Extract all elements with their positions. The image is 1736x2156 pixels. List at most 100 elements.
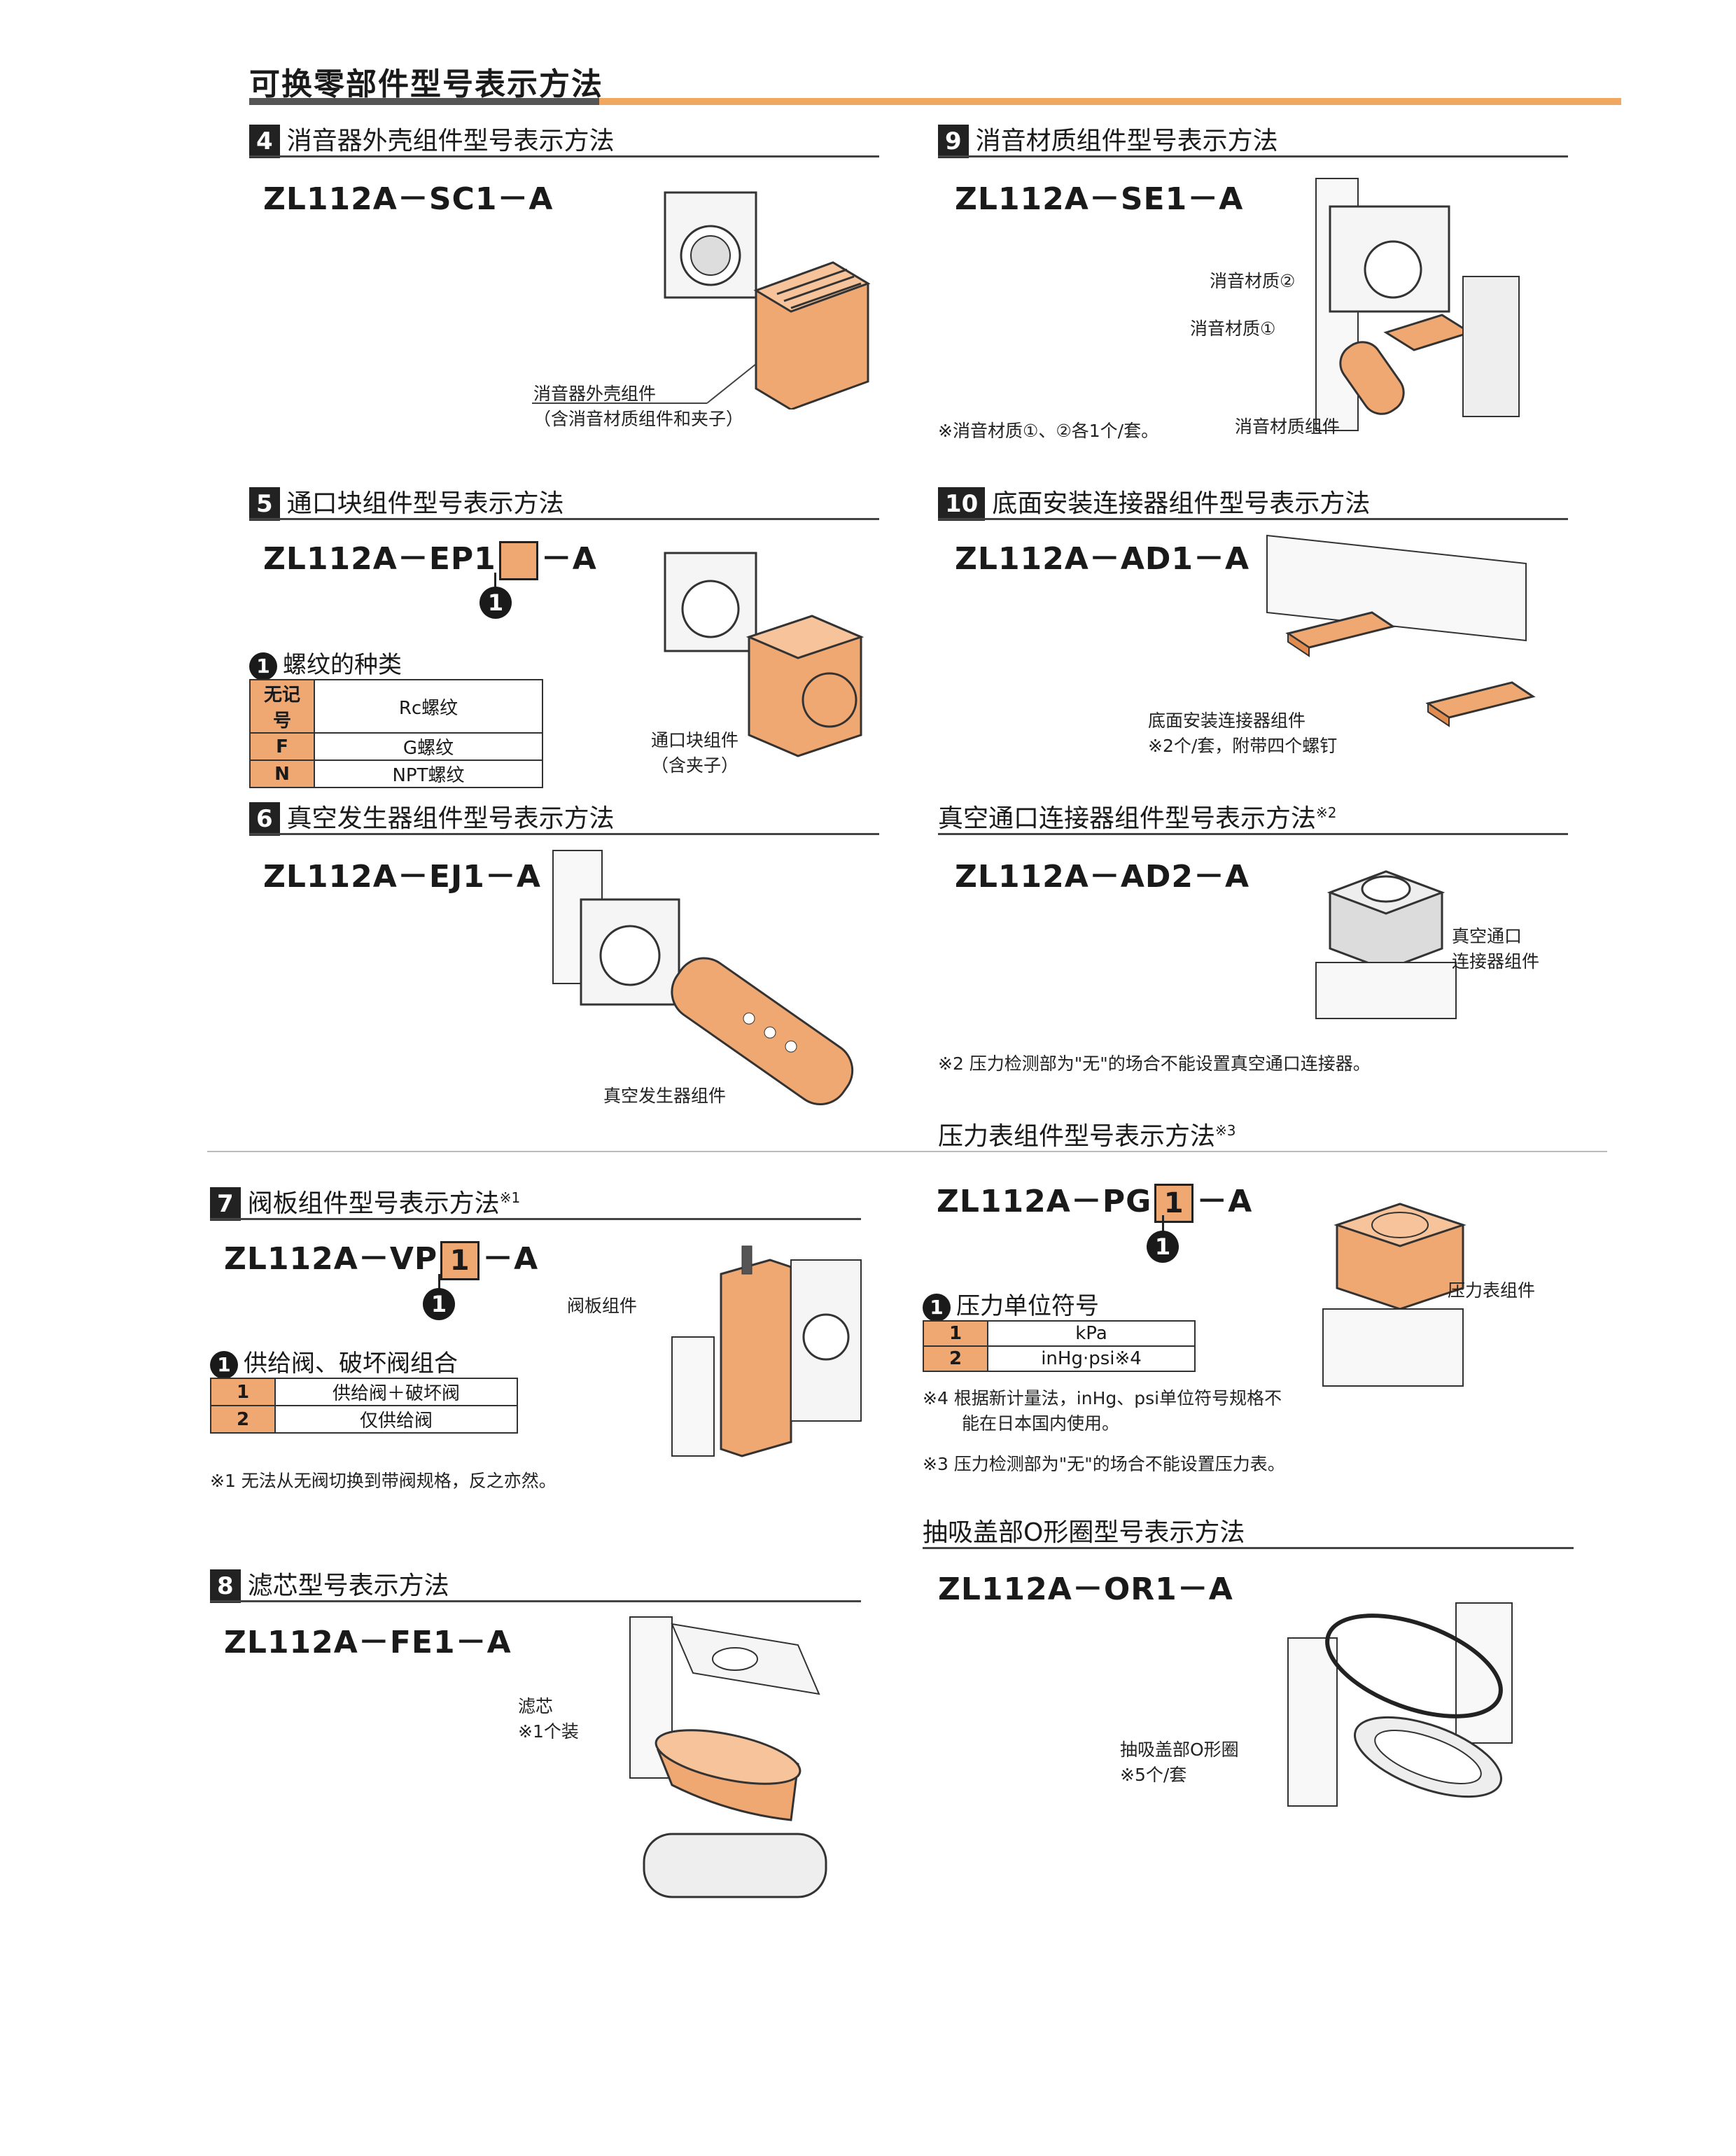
section-number: 6	[249, 802, 280, 836]
callout-label: 压力表组件	[1448, 1280, 1536, 1301]
section-title: 消音材质组件型号表示方法	[975, 127, 1278, 155]
port-block-illustration	[664, 552, 864, 757]
section-rule	[938, 518, 1568, 520]
section-rule	[923, 1547, 1574, 1549]
callout-label: 真空发生器组件	[603, 1086, 727, 1106]
section-vacuum-connector-heading: 真空通口连接器组件型号表示方法※2	[938, 798, 1337, 834]
section-separator	[207, 1151, 1607, 1152]
model-code: ZL112A－SC1－A	[263, 181, 554, 217]
option-marker: 1	[1147, 1231, 1179, 1263]
section-rule	[938, 155, 1568, 158]
model-code: ZL112A－FE1－A	[224, 1625, 512, 1660]
title-rule	[249, 98, 1621, 105]
title-rule-dark	[249, 98, 599, 105]
option-box: 1	[1154, 1184, 1194, 1223]
footnote-4: ※4 根据新计量法，inHg、psi单位符号规格不能在日本国内使用。	[923, 1388, 1282, 1434]
vacuum-port-connector-illustration	[1315, 870, 1457, 1019]
callout-label: 通口块组件（含夹子）	[651, 730, 739, 776]
callout-line	[532, 364, 757, 404]
footnote-1: ※1 无法从无阀切换到带阀规格，反之亦然。	[210, 1471, 556, 1491]
callout-label: 真空通口连接器组件	[1452, 926, 1540, 972]
section-title: 底面安装连接器组件型号表示方法	[992, 489, 1371, 518]
section-pressure-gauge-heading: 压力表组件型号表示方法※3	[938, 1116, 1236, 1152]
option-marker: 1	[423, 1288, 455, 1320]
section-title: 真空通口连接器组件型号表示方法	[938, 804, 1317, 833]
model-code: ZL112A－EP1－A	[263, 533, 597, 580]
section-title: 真空发生器组件型号表示方法	[286, 804, 615, 833]
vacuum-generator-illustration	[552, 850, 854, 1105]
option-connector	[438, 1274, 440, 1289]
section-oring-heading: 抽吸盖部O形圈型号表示方法	[923, 1512, 1245, 1548]
section-rule	[210, 1218, 861, 1220]
footnote-ref: ※3	[1215, 1122, 1236, 1139]
section-rule	[249, 518, 879, 520]
pressure-gauge-illustration	[1322, 1203, 1466, 1387]
section-title: 阀板组件型号表示方法	[247, 1189, 500, 1218]
footnote-3: ※3 压力检测部为"无"的场合不能设置压力表。	[923, 1454, 1285, 1474]
section-title: 消音器外壳组件型号表示方法	[286, 127, 615, 155]
section-title: 滤芯型号表示方法	[247, 1572, 449, 1600]
callout-label: 消音器外壳组件（含消音材质组件和夹子）	[533, 384, 744, 429]
model-code: ZL112A－AD2－A	[955, 859, 1250, 895]
model-code: ZL112A－OR1－A	[938, 1572, 1233, 1607]
model-code: ZL112A－SE1－A	[955, 181, 1244, 217]
silencer-material-illustration	[1315, 178, 1520, 431]
callout-label: 抽吸盖部O形圈※5个/套	[1120, 1740, 1239, 1785]
callout-label: 底面安装连接器组件※2个/套，附带四个螺钉	[1148, 710, 1338, 756]
section-number: 10	[938, 487, 986, 521]
callout-label: 滤芯※1个装	[518, 1696, 579, 1742]
section-number: 5	[249, 487, 280, 521]
section-number: 4	[249, 125, 280, 158]
section-rule	[938, 833, 1568, 835]
section-number: 7	[210, 1187, 241, 1221]
option-connector	[494, 573, 496, 588]
valve-plate-illustration	[671, 1245, 862, 1457]
section-number: 8	[210, 1569, 241, 1603]
section-title: 抽吸盖部O形圈型号表示方法	[923, 1518, 1245, 1547]
bottom-connector-illustration	[1266, 534, 1536, 727]
footnote-ref: ※2	[1316, 804, 1337, 821]
option-box	[498, 541, 538, 580]
page-title: 可换零部件型号表示方法	[249, 66, 603, 102]
label-material-2: 消音材质②	[1210, 271, 1296, 291]
section-rule	[249, 833, 879, 835]
section-title: 压力表组件型号表示方法	[938, 1122, 1216, 1151]
callout-label: 消音材质组件	[1235, 416, 1340, 437]
footnote-ref: ※1	[499, 1189, 521, 1206]
material-note: ※消音材质①、②各1个/套。	[938, 421, 1159, 441]
callout-label: 阀板组件	[567, 1296, 638, 1316]
label-material-1: 消音材质①	[1190, 318, 1276, 339]
section-title: 通口块组件型号表示方法	[286, 489, 564, 518]
option-marker: 1	[479, 587, 512, 619]
filter-element-illustration	[629, 1616, 827, 1898]
section-rule	[210, 1600, 861, 1602]
option-connector	[1162, 1215, 1164, 1232]
vacuum-connector-note: ※2 压力检测部为"无"的场合不能设置真空通口连接器。	[938, 1054, 1371, 1074]
section-rule	[249, 155, 879, 158]
silencer-housing-illustration	[664, 191, 871, 410]
oring-illustration	[1287, 1602, 1513, 1807]
model-code: ZL112A－AD1－A	[955, 541, 1250, 577]
